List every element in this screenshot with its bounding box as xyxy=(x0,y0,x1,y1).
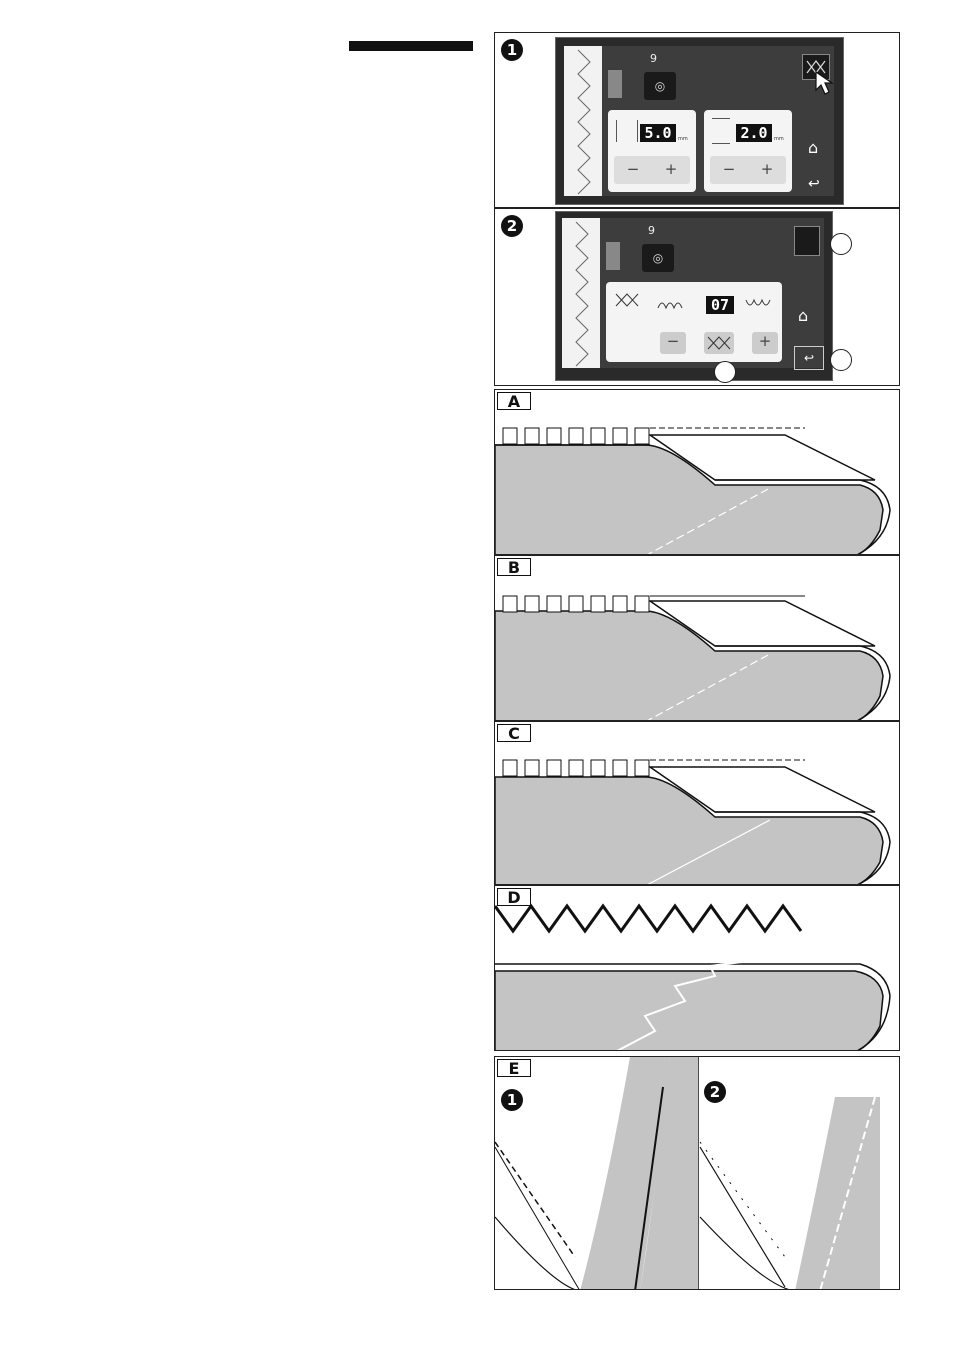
back-icon[interactable]: ↩ xyxy=(808,176,826,192)
callout-marker xyxy=(830,233,852,255)
stitch-length-icon xyxy=(712,118,730,144)
stitch-width-value: 5.0 xyxy=(640,124,676,142)
tension-icon[interactable] xyxy=(794,226,820,256)
home-icon[interactable]: ⌂ xyxy=(808,140,826,156)
fabric-hem-illustration xyxy=(495,390,900,555)
stitch-width-card: 5.0 mm − + xyxy=(608,110,696,192)
zigzag-icon xyxy=(614,292,640,308)
zigzag-preview-icon xyxy=(562,218,600,368)
length-plus-button[interactable]: + xyxy=(752,160,782,178)
stitch-preview xyxy=(562,218,600,368)
pattern-number: 9 xyxy=(650,52,657,65)
panel-e-right-badge: 2 xyxy=(704,1081,726,1103)
screen-display: 9 ◎ 07 − + ⌂ ↩ xyxy=(562,218,824,368)
stitch-length-card: 2.0 mm − + xyxy=(704,110,792,192)
fabric-hem-illustration xyxy=(495,556,900,721)
balance-right-icon xyxy=(744,296,774,312)
panel-a: A xyxy=(494,389,900,555)
section-header-bar xyxy=(349,41,473,51)
panel-c-label: C xyxy=(497,724,531,742)
fabric-hem-illustration xyxy=(495,722,900,885)
screen-display: 9 ◎ 5.0 mm − + 2.0 mm − + xyxy=(564,46,834,196)
panel-b: B xyxy=(494,555,900,721)
callout-marker xyxy=(714,361,736,383)
panel-e-left-badge: 1 xyxy=(501,1089,523,1111)
stitch-width-icon xyxy=(616,120,638,142)
panel-step-2: 2 9 ◎ 07 − + ⌂ ↩ xyxy=(494,208,900,386)
width-adjust-buttons: − + xyxy=(614,156,690,184)
touch-screen: 9 ◎ 5.0 mm − + 2.0 mm − + xyxy=(555,37,844,205)
balance-left-icon xyxy=(656,296,686,312)
panel-a-label: A xyxy=(497,392,531,410)
length-unit: mm xyxy=(774,136,784,142)
width-minus-button[interactable]: − xyxy=(618,160,648,178)
panel-d-label: D xyxy=(497,888,531,906)
stitch-preview xyxy=(564,46,602,196)
balance-value: 07 xyxy=(706,296,734,314)
foot-icon xyxy=(608,70,622,98)
panel-e-label: E xyxy=(497,1059,531,1077)
back-icon[interactable]: ↩ xyxy=(794,346,824,370)
cursor-icon xyxy=(814,70,838,96)
stitch-balance-card: 07 − + xyxy=(606,282,782,362)
zigzag-preview-icon xyxy=(564,46,602,196)
length-adjust-buttons: − + xyxy=(710,156,786,184)
needle-position-button[interactable]: ◎ xyxy=(642,244,674,272)
home-icon[interactable]: ⌂ xyxy=(798,308,816,324)
width-unit: mm xyxy=(678,136,688,142)
balance-plus-button[interactable]: + xyxy=(752,332,778,354)
length-minus-button[interactable]: − xyxy=(714,160,744,178)
width-plus-button[interactable]: + xyxy=(656,160,686,178)
stitch-length-value: 2.0 xyxy=(736,124,772,142)
zigzag-icon xyxy=(704,332,734,354)
panel-e: E 1 2 xyxy=(494,1056,900,1290)
panel-step-1: 1 9 ◎ 5.0 mm − + 2.0 mm xyxy=(494,32,900,208)
callout-marker xyxy=(830,349,852,371)
foot-icon xyxy=(606,242,620,270)
touch-screen: 9 ◎ 07 − + ⌂ ↩ xyxy=(555,211,833,381)
panel-b-label: B xyxy=(497,558,531,576)
step-2-badge: 2 xyxy=(501,215,523,237)
balance-minus-button[interactable]: − xyxy=(660,332,686,354)
pattern-number: 9 xyxy=(648,224,655,237)
balance-reset-button[interactable] xyxy=(704,332,734,354)
panel-c: C xyxy=(494,721,900,885)
panel-d: D xyxy=(494,885,900,1051)
fabric-hem-illustration xyxy=(495,886,900,1051)
needle-position-button[interactable]: ◎ xyxy=(644,72,676,100)
step-1-badge: 1 xyxy=(501,39,523,61)
fabric-hem-illustration xyxy=(495,1057,900,1290)
